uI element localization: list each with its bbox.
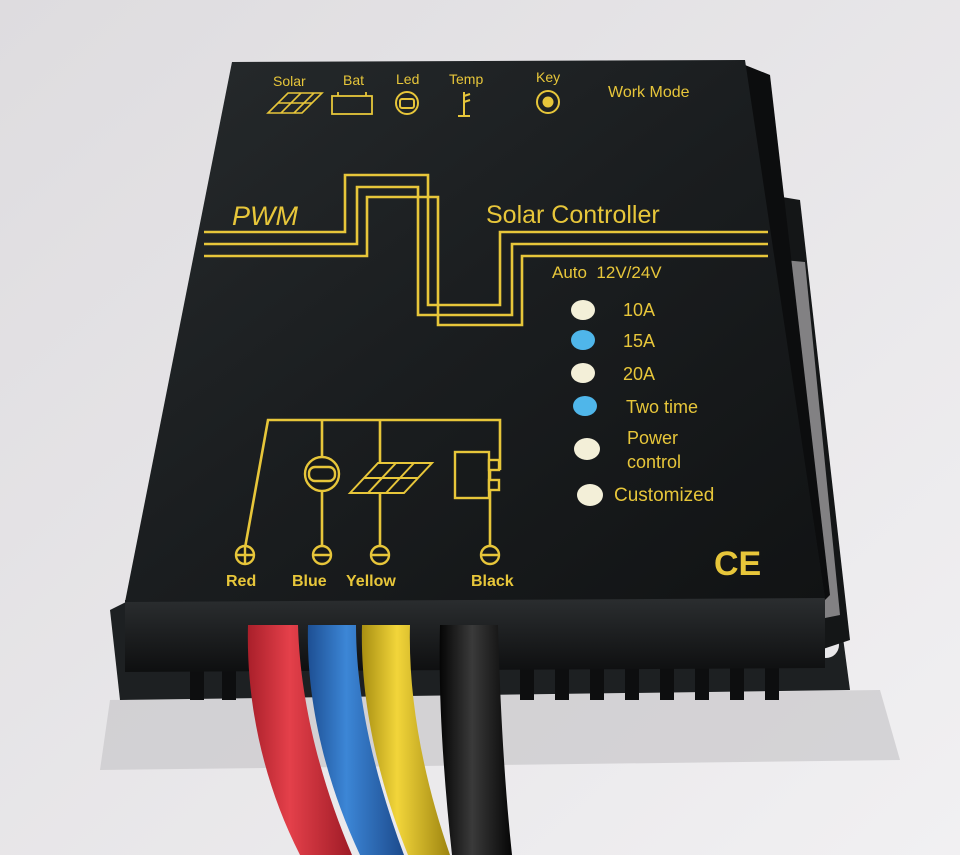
- mode-label-two-time: Two time: [626, 397, 698, 417]
- label-key: Key: [536, 69, 560, 85]
- case-top: [125, 60, 825, 602]
- key-button-icon: [536, 90, 560, 114]
- terminal-label-blue: Blue: [292, 573, 327, 590]
- label-solar: Solar: [273, 73, 306, 89]
- ce-mark: CE: [714, 545, 761, 583]
- mode-label-10a: 10A: [623, 300, 655, 320]
- label-led: Led: [396, 71, 419, 87]
- battery-icon: [331, 92, 373, 115]
- label-bat: Bat: [343, 72, 364, 88]
- wire-yellow: [361, 625, 450, 855]
- led-power-control: [574, 438, 600, 460]
- wire-black: [439, 625, 512, 855]
- panel-icon: [347, 462, 435, 494]
- terminal-symbols: [234, 544, 501, 566]
- minus-terminal-icon: [311, 544, 333, 566]
- led-customized: [577, 484, 603, 506]
- lamp-icon: [303, 455, 341, 493]
- terminal-label-black: Black: [471, 573, 514, 590]
- label-work-mode: Work Mode: [608, 84, 690, 101]
- wires: [247, 625, 512, 855]
- minus-terminal-icon: [369, 544, 391, 566]
- case-side: [745, 65, 830, 600]
- mode-leds: [571, 300, 603, 506]
- solar-icon: [266, 92, 324, 114]
- plus-terminal-icon: [234, 544, 256, 566]
- pwm-trace: [204, 173, 768, 327]
- mode-label-control: control: [627, 452, 681, 472]
- terminal-label-yellow: Yellow: [346, 573, 396, 590]
- brand-pwm: PWM: [232, 201, 298, 231]
- led-20a: [571, 363, 595, 383]
- mode-label-power: Power: [627, 428, 678, 448]
- wire-red: [247, 625, 352, 855]
- led-10a: [571, 300, 595, 320]
- led-icon: [395, 91, 419, 115]
- voltage-rating: Auto 12V/24V: [552, 263, 662, 282]
- label-temp: Temp: [449, 71, 483, 87]
- led-15a: [571, 330, 595, 350]
- mode-label-15a: 15A: [623, 331, 655, 351]
- mode-label-20a: 20A: [623, 364, 655, 384]
- thermometer-icon: [458, 92, 471, 117]
- product-title: Solar Controller: [486, 201, 660, 229]
- wire-blue: [307, 625, 404, 855]
- switch-icon: [453, 450, 501, 500]
- mode-label-customized: Customized: [614, 485, 714, 506]
- terminal-label-red: Red: [226, 573, 256, 590]
- minus-terminal-icon: [479, 544, 501, 566]
- led-two-time: [573, 396, 597, 416]
